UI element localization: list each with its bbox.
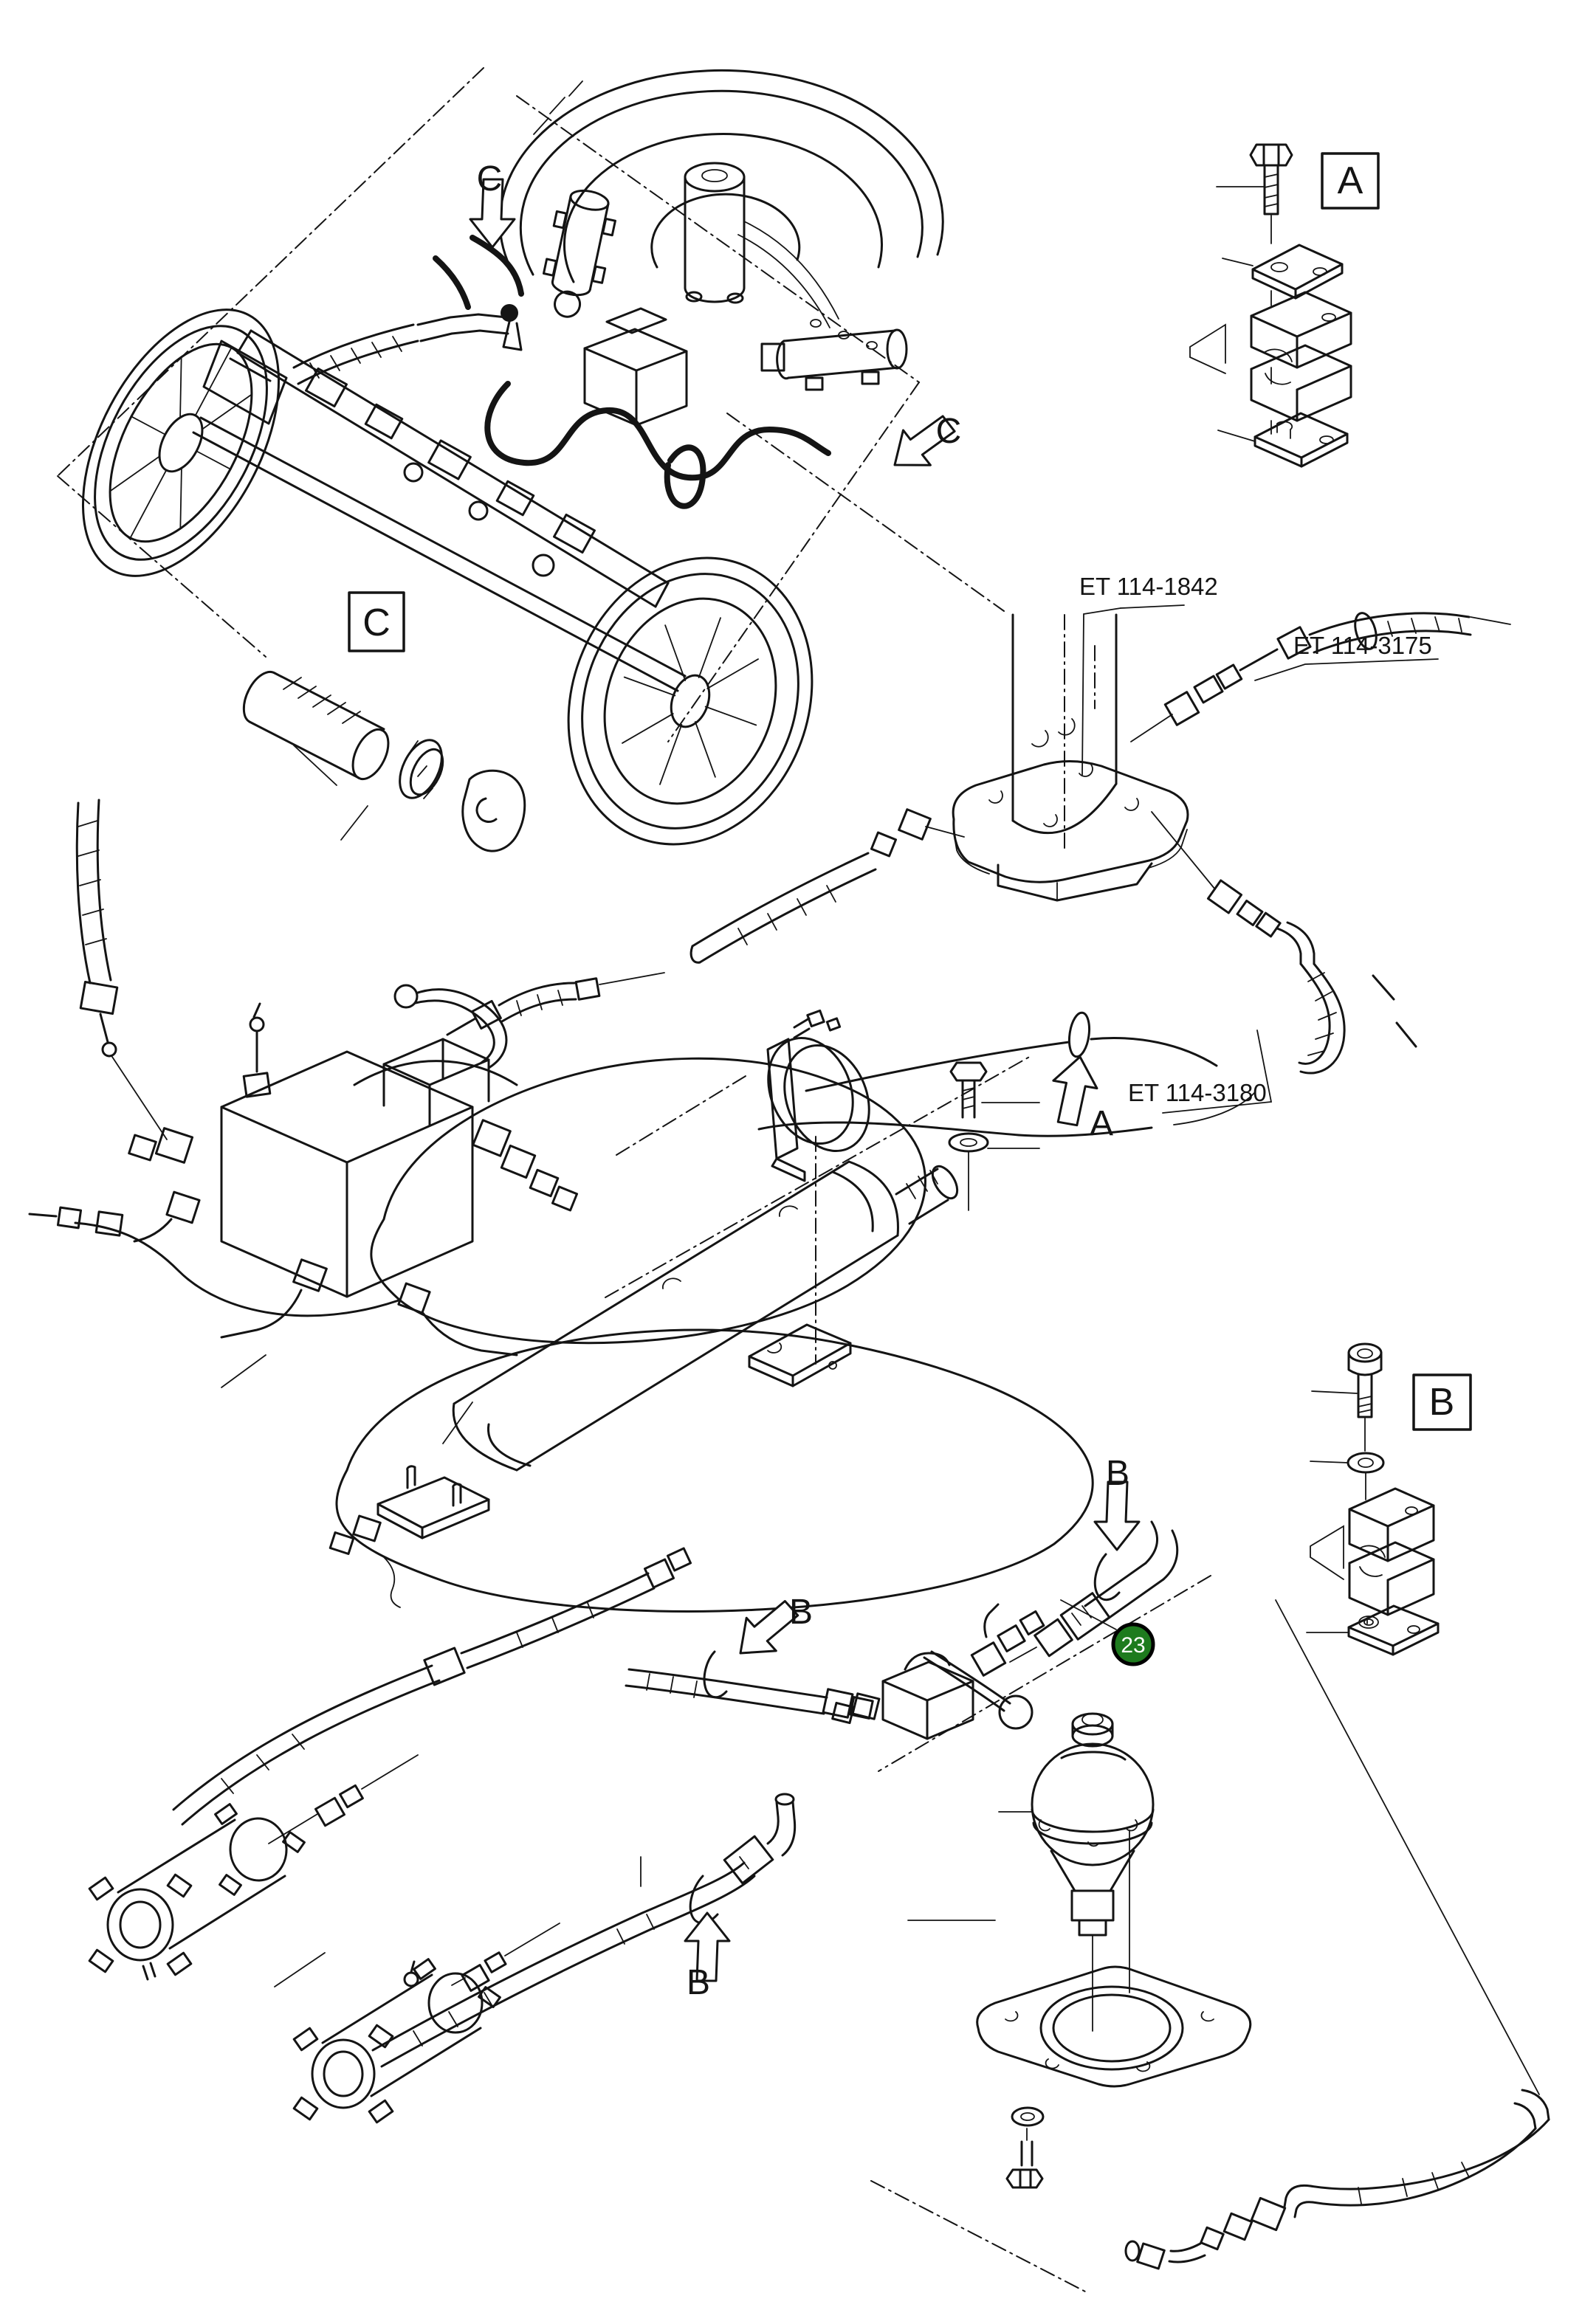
bogie-hose-left	[292, 313, 509, 385]
cylinder-mount-plate	[748, 1323, 852, 1387]
flange-right-fittings	[1151, 811, 1417, 1075]
lower-piping	[172, 1520, 1179, 2068]
detail-box-b	[1412, 1373, 1472, 1431]
actuator-cylinder-2	[292, 1958, 501, 2124]
bottom-long-hose-lower	[371, 1793, 797, 2068]
detail-box-a-letter: A	[1338, 159, 1363, 202]
arrow-c-right-letter: C	[936, 412, 962, 451]
hose-loops	[28, 1057, 1094, 1613]
ball-valve	[831, 1650, 1034, 1740]
part-ref-1842: ET 114-1842	[1079, 573, 1218, 600]
manifold-hose-left	[75, 799, 168, 1140]
actuator-cylinders	[88, 1754, 560, 2124]
brake-cylinder	[684, 162, 746, 304]
hose-detail-c	[242, 670, 526, 852]
actuator-cylinder-1	[88, 1803, 306, 1981]
column-top-right-fittings	[1130, 612, 1511, 742]
detail-box-a	[1321, 152, 1380, 210]
bottom-right-hose	[1124, 1599, 1550, 2270]
part-callout-23[interactable]: 23	[1060, 1599, 1155, 1666]
part-reference-labels: ET 114-1842 ET 114-3175 ET 114-3180	[1079, 573, 1439, 1114]
direction-arrows: C C A B B B	[469, 159, 1141, 2002]
grease-ball	[501, 304, 518, 322]
bogie-valve-block	[583, 307, 688, 427]
arrow-b-left-letter: B	[789, 1593, 813, 1632]
plate-hardware	[1005, 2106, 1045, 2189]
arrow-c-top-letter: C	[477, 159, 503, 199]
cylinder-clamp	[766, 1009, 870, 1182]
manifold-hose-top	[446, 972, 665, 1036]
small-cylinder-right	[760, 328, 908, 391]
valve-tee-fittings	[970, 1603, 1045, 1677]
arrow-b-bottom-letter: B	[687, 1963, 710, 2002]
small-cylinder-left	[542, 189, 616, 318]
detail-box-c-letter: C	[362, 601, 391, 644]
clamp-detail-a: A	[1189, 143, 1380, 468]
accumulator-assembly	[907, 1712, 1252, 2189]
loop-fitting-cluster	[221, 1354, 490, 1608]
bogie-wheelset	[81, 69, 944, 846]
bogie-hose-run	[433, 235, 831, 509]
axle-and-frame	[192, 329, 687, 692]
clamp-bolt	[948, 1061, 1040, 1211]
king-pin-column	[952, 613, 1189, 902]
flange-left-fittings	[689, 808, 965, 964]
spoked-wheel-left	[81, 308, 281, 577]
connection-point-marker	[1067, 1011, 1091, 1058]
bottom-long-hose-upper	[172, 1547, 692, 1826]
part-ref-3175: ET 114-3175	[1293, 632, 1432, 659]
part-callout-23-number[interactable]: 23	[1121, 1633, 1145, 1658]
clamp-detail-b: B	[1306, 1342, 1472, 1656]
accumulator-plate	[976, 1965, 1252, 2088]
bogie-pipes	[737, 221, 839, 328]
large-wheel	[498, 69, 944, 350]
grease-cone	[502, 320, 523, 351]
arrow-a-letter: A	[1090, 1104, 1113, 1143]
part-ref-3180: ET 114-3180	[1128, 1079, 1267, 1106]
detail-box-b-letter: B	[1429, 1381, 1455, 1424]
b-right-hose	[1009, 1520, 1179, 1663]
part-callout-23-circle[interactable]	[1111, 1622, 1155, 1666]
spoked-wheel-right	[567, 556, 814, 846]
hose-run-a-point	[757, 1011, 1256, 1137]
hydraulic-manifold	[75, 799, 665, 1356]
arrow-b-right-letter: B	[1106, 1454, 1129, 1493]
detail-box-c	[348, 591, 405, 652]
steering-cylinder-assembly	[452, 1009, 1040, 1472]
